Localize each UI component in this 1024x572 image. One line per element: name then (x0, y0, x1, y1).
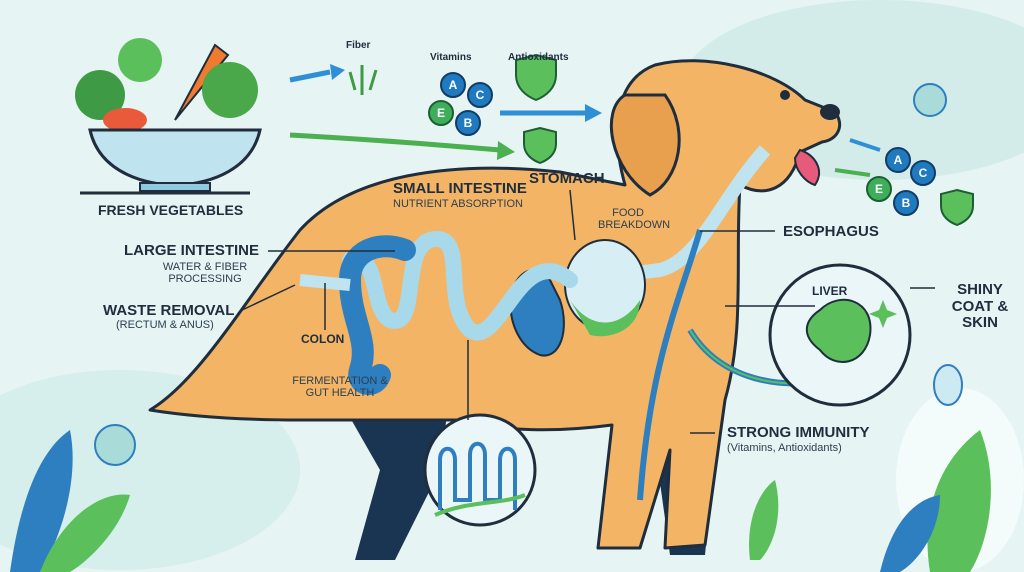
vitamin-badge: E (866, 176, 892, 202)
leaf-icon (880, 495, 940, 572)
fresh-vegetables-label: FRESH VEGETABLES (98, 202, 244, 218)
leaf-icon (749, 480, 779, 560)
esophagus-tube (619, 145, 771, 282)
arrow-icon (289, 69, 331, 83)
vegetable-bowl-icon (75, 38, 262, 195)
colon-tube (338, 235, 416, 395)
rectum-tube (299, 274, 351, 291)
dog-tongue (793, 148, 820, 187)
waste-removal-label: WASTE REMOVAL (103, 302, 235, 319)
vitamins-label: Vitamins (430, 52, 472, 63)
fiber-label: Fiber (346, 40, 371, 51)
vitamin-badge: A (885, 147, 911, 173)
leaf-icon (40, 494, 130, 572)
vitamin-badge: E (428, 100, 454, 126)
small-intestine-label: SMALL INTESTINE (393, 180, 527, 197)
arrow-icon (289, 132, 501, 153)
absorption-arrow (434, 493, 526, 517)
arrow-icon (849, 138, 881, 152)
microbe-icon (933, 364, 963, 406)
vitamin-badge: C (467, 82, 493, 108)
arrow-icon (330, 64, 345, 80)
fiber-icon (348, 65, 378, 95)
vitamin-badge: B (893, 190, 919, 216)
small-intestine-sublabel: NUTRIENT ABSORPTION (393, 198, 523, 210)
arrow-icon (497, 141, 515, 160)
vitamin-badge: B (455, 110, 481, 136)
sparkle-icon (869, 300, 897, 328)
small-intestine-tube (342, 231, 578, 341)
leaf-icon (10, 430, 73, 572)
shield-icon (940, 188, 974, 227)
shield-icon (523, 126, 557, 165)
fermentation-label: FERMENTATION & GUT HEALTH (292, 375, 388, 399)
large-intestine-label: LARGE INTESTINE (124, 242, 260, 259)
shield-icon (515, 53, 557, 102)
villi-inset (423, 413, 537, 527)
dog-nose (820, 104, 840, 120)
large-intestine-sublabel: WATER & FIBER PROCESSING (162, 261, 248, 285)
vitamin-badge: C (910, 160, 936, 186)
food-breakdown-label: FOOD BREAKDOWN (598, 207, 671, 231)
strong-immunity-sublabel: (Vitamins, Antioxidants) (727, 442, 842, 454)
liver-label: LIVER (812, 284, 848, 298)
strong-immunity-label: STRONG IMMUNITY (727, 424, 870, 441)
villi-icon (438, 441, 517, 510)
leaf-icon (927, 430, 991, 572)
microbe-icon (913, 83, 947, 117)
shiny-coat-label: SHINY COAT & SKIN (951, 281, 1009, 331)
waste-removal-sublabel: (RECTUM & ANUS) (116, 319, 214, 331)
liver-icon (805, 298, 872, 363)
antioxidants-label: Antioxidants (508, 52, 569, 63)
stomach-contents (570, 300, 640, 337)
dog-eye (780, 90, 790, 100)
microbe-icon (94, 424, 136, 466)
esophagus-label: ESOPHAGUS (783, 223, 879, 240)
colon-label: COLON (301, 332, 345, 346)
arrow-icon (585, 104, 602, 122)
arrow-icon (834, 168, 871, 177)
vitamin-badge: A (440, 72, 466, 98)
dog-ear (609, 93, 681, 197)
leader-lines (239, 189, 935, 434)
dog-back-leg (340, 390, 450, 560)
stomach-label: STOMACH (529, 170, 605, 187)
